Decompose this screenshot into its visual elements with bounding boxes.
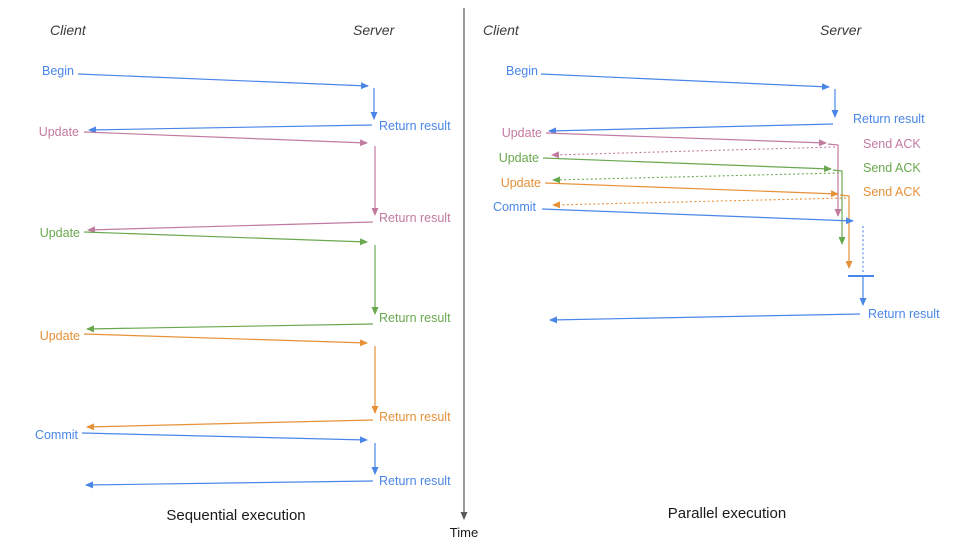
response-arrow <box>85 480 374 489</box>
message-label: Update <box>40 329 80 343</box>
response-arrow <box>87 221 374 234</box>
time-axis: Time <box>450 8 478 540</box>
seq-msg-update-2: Update Return result <box>40 226 451 333</box>
response-label: Return result <box>379 119 451 133</box>
request-arrow <box>83 333 368 347</box>
request-arrow <box>83 231 368 246</box>
panel-title: Parallel execution <box>668 505 786 522</box>
par-msg-update-2: Update Send ACK <box>499 151 921 245</box>
request-arrow <box>83 131 368 147</box>
response-arrow <box>548 123 834 135</box>
message-label: Commit <box>493 200 537 214</box>
panel-title: Sequential execution <box>166 507 305 524</box>
ack-label: Send ACK <box>863 137 921 151</box>
request-arrow <box>541 208 854 225</box>
response-label: Return result <box>379 410 451 424</box>
ack-dotted-arrow <box>552 172 840 184</box>
message-label: Begin <box>42 64 74 78</box>
response-label: Return result <box>868 307 940 321</box>
response-arrow <box>88 124 373 134</box>
message-label: Update <box>40 226 80 240</box>
client-header: Client <box>50 22 87 38</box>
ack-dotted-arrow <box>552 197 847 209</box>
message-label: Update <box>39 125 79 139</box>
request-arrow <box>77 73 369 90</box>
par-msg-commit: Commit Return result <box>493 200 940 324</box>
seq-msg-update-1: Update Return result <box>39 125 451 234</box>
response-arrow <box>86 419 374 431</box>
response-label: Return result <box>379 311 451 325</box>
par-msg-update-3: Update Send ACK <box>501 176 921 269</box>
server-header: Server <box>353 22 396 38</box>
server-process-line <box>839 194 853 269</box>
message-label: Update <box>499 151 539 165</box>
response-label: Return result <box>379 211 451 225</box>
time-axis-label: Time <box>450 525 478 540</box>
response-label: Return result <box>379 474 451 488</box>
ack-label: Send ACK <box>863 185 921 199</box>
par-msg-begin: Begin Return result <box>506 64 925 135</box>
client-header: Client <box>483 22 520 38</box>
response-arrow <box>549 313 861 324</box>
server-process-line <box>827 143 842 217</box>
request-arrow <box>545 132 827 147</box>
request-arrow <box>540 73 830 91</box>
message-label: Update <box>501 176 541 190</box>
sequential-panel: Client Server Begin Return result Update… <box>35 22 451 524</box>
ack-dotted-arrow <box>551 146 836 159</box>
seq-msg-commit: Commit Return result <box>35 428 451 489</box>
seq-msg-update-3: Update Return result <box>40 329 451 431</box>
request-arrow <box>542 157 832 173</box>
message-label: Update <box>502 126 542 140</box>
ack-label: Send ACK <box>863 161 921 175</box>
response-arrow <box>86 323 374 333</box>
request-arrow <box>81 432 368 444</box>
message-label: Begin <box>506 64 538 78</box>
server-header: Server <box>820 22 863 38</box>
request-arrow <box>544 182 839 198</box>
parallel-panel: Client Server Begin Return result Update… <box>483 22 940 522</box>
message-label: Commit <box>35 428 79 442</box>
seq-msg-begin: Begin Return result <box>42 64 451 134</box>
par-msg-update-1: Update Send ACK <box>502 126 921 217</box>
response-label: Return result <box>853 112 925 126</box>
server-process-line <box>832 169 846 245</box>
